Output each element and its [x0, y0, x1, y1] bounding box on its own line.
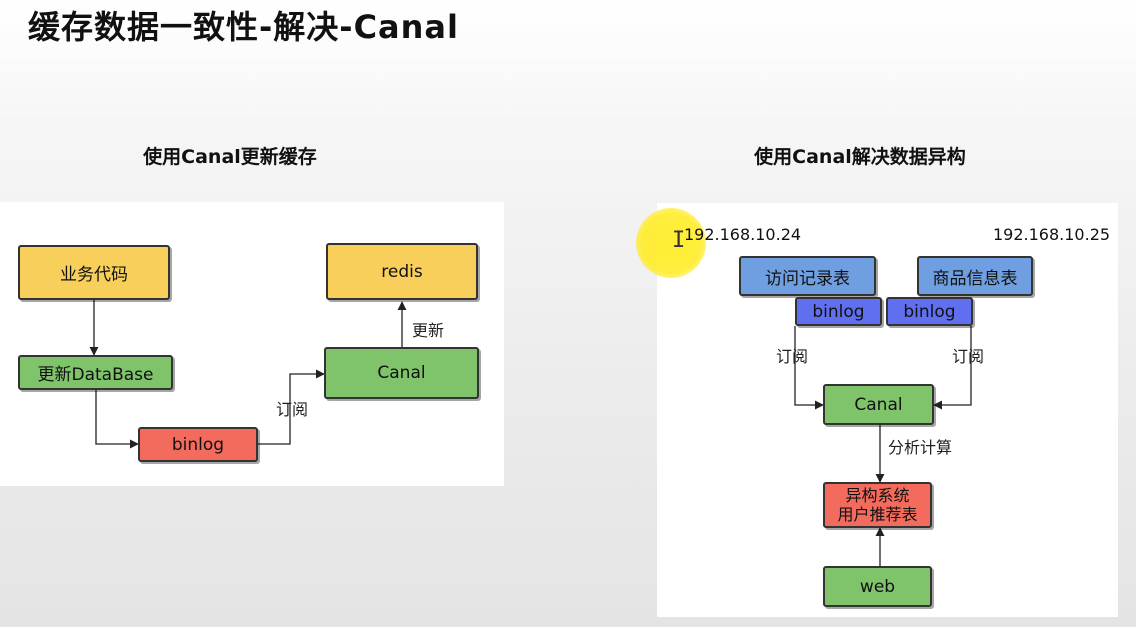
server-ip-right: 192.168.10.25 — [993, 225, 1111, 244]
edge-label-subscribe: 订阅 — [276, 400, 309, 419]
hetero-line-1: 异构系统 — [845, 486, 910, 505]
edge-label-update: 更新 — [412, 321, 445, 340]
web-node: web — [823, 566, 932, 607]
edge-label-subscribe-right: 订阅 — [952, 347, 985, 366]
hetero-line-2: 用户推荐表 — [837, 505, 918, 524]
binlog-node: binlog — [138, 427, 258, 462]
binlog-left-node: binlog — [795, 297, 882, 326]
update-database-node: 更新DataBase — [18, 355, 173, 390]
edge-label-subscribe-left: 订阅 — [776, 347, 809, 366]
visit-record-table-node: 访问记录表 — [739, 256, 876, 296]
canal-node: Canal — [324, 347, 479, 399]
server-ip-left: 192.168.10.24 — [684, 225, 802, 244]
page-title: 缓存数据一致性-解决-Canal — [28, 8, 459, 46]
arrow-binlog-left-to-canal — [794, 326, 824, 410]
left-diagram-title: 使用Canal更新缓存 — [143, 146, 317, 168]
redis-node: redis — [326, 243, 478, 300]
heterogeneous-system-node: 异构系统 用户推荐表 — [823, 482, 932, 528]
product-info-table-node: 商品信息表 — [917, 256, 1033, 296]
right-diagram-title: 使用Canal解决数据异构 — [754, 146, 966, 168]
arrow-db-to-binlog — [95, 390, 139, 449]
arrow-binlog-right-to-canal — [933, 326, 972, 410]
text-cursor-icon: I — [672, 228, 686, 253]
cursor-highlight — [636, 208, 706, 278]
binlog-right-node: binlog — [886, 297, 973, 326]
business-code-node: 业务代码 — [18, 245, 170, 300]
canal-node-right: Canal — [823, 384, 934, 425]
edge-label-analyze: 分析计算 — [888, 438, 953, 457]
arrow-binlog-to-canal — [258, 369, 325, 445]
